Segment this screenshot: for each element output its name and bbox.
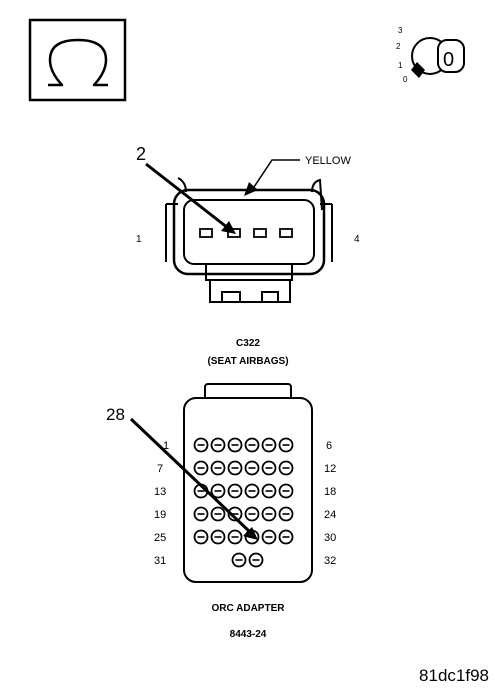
orc-row-right-label: 32 [324,555,336,567]
connector-pin-left-label: 1 [136,234,142,245]
orc-row-right-label: 12 [324,463,336,475]
ignition-key-label: 0 [443,49,454,71]
orc-adapter-part-number: 8443-24 [230,629,267,640]
connector-cavity [279,228,293,238]
orc-row-left-label: 25 [154,532,166,544]
connector-callout-label: 2 [136,144,146,164]
connector-description: (SEAT AIRBAGS) [207,356,288,367]
ignition-position-2: 2 [396,42,401,51]
ohmmeter-icon [28,18,127,102]
orc-row-left-label: 19 [154,509,166,521]
orc-row-right-label: 24 [324,509,336,521]
orc-adapter-name: ORC ADAPTER [212,603,286,614]
seat-connector: YELLOW 2 1 4 [136,144,360,303]
orc-row-left-label: 1 [163,440,169,452]
figure-id: 81dc1f98 [419,666,489,685]
orc-callout-label: 28 [106,405,125,424]
orc-row-right-label: 18 [324,486,336,498]
ignition-key-icon: 3 2 1 0 0 [396,26,465,84]
connector-cavity [227,228,241,238]
connector-cavity [199,228,213,238]
orc-row-left-label: 31 [154,555,166,567]
orc-adapter: 28 1 7 13 19 25 31 6 12 18 24 30 32 [106,383,336,583]
orc-row-right-label: 6 [326,440,332,452]
orc-row-right-label: 30 [324,532,336,544]
connector-cavity [253,228,267,238]
connector-color-label: YELLOW [305,155,351,167]
orc-pin-grid [193,437,294,568]
ignition-position-3: 3 [398,26,403,35]
orc-row-left-label: 13 [154,486,166,498]
orc-row-left-label: 7 [157,463,163,475]
connector-pin-right-label: 4 [354,234,360,245]
ignition-position-1: 1 [398,61,403,70]
ignition-position-0: 0 [403,75,408,84]
connector-id: C322 [236,338,260,349]
